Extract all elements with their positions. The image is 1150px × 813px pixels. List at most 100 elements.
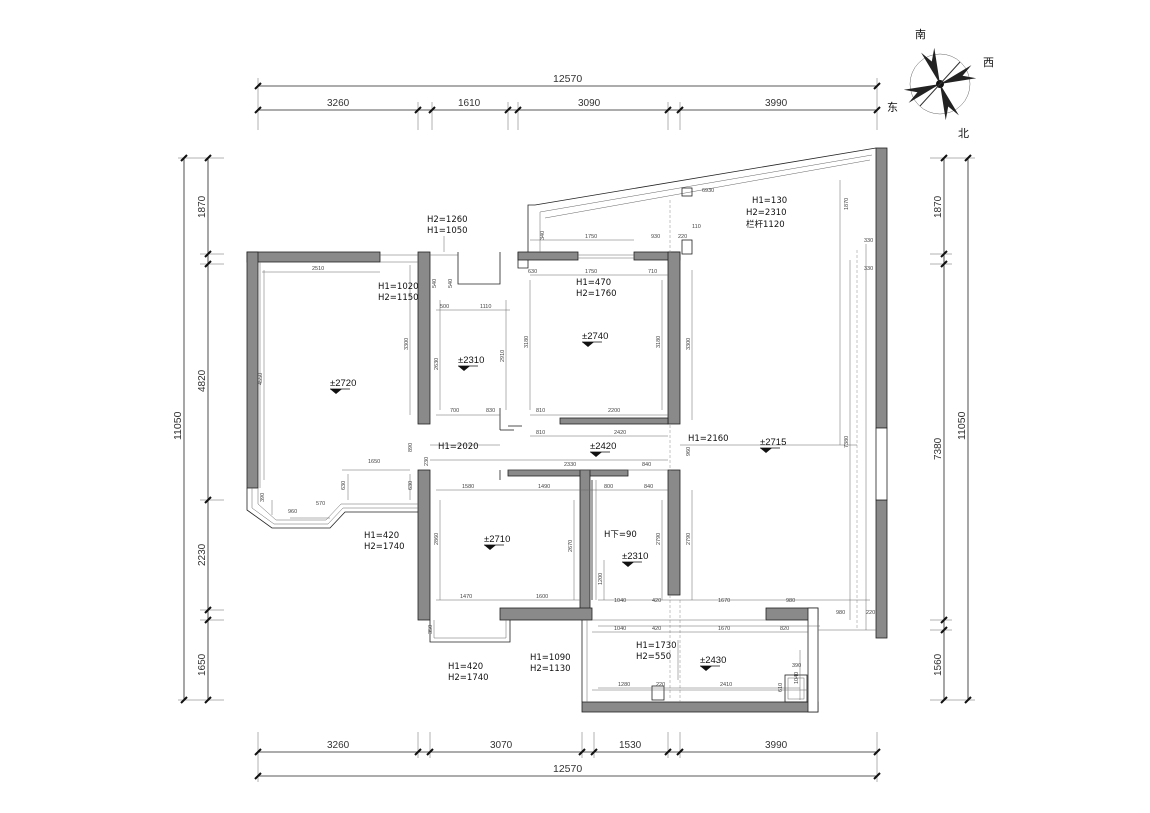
annotation: H1=1020: [378, 282, 419, 292]
elevation-label: ±2710: [484, 534, 510, 545]
inner-dim: 570: [316, 501, 325, 507]
annotation: H1=470: [576, 278, 611, 288]
inner-dim: 2860: [434, 533, 440, 545]
elevation-label: ±2310: [458, 355, 484, 366]
inner-dim: 1600: [536, 594, 548, 600]
inner-dim: 930: [651, 234, 660, 240]
left-dimension-chain: 11050 1870 4820 2230 1650: [172, 154, 224, 704]
inner-dim: 610: [778, 683, 784, 692]
elevation-marker-icon: [330, 388, 350, 394]
inner-dim: 1470: [460, 594, 472, 600]
bottom-dimension-chain: 3260 3070 1530 3990 12570: [254, 732, 881, 782]
inner-dim: 1750: [585, 269, 597, 275]
inner-dim: 2410: [720, 682, 732, 688]
inner-dim: 980: [836, 610, 845, 616]
annotation: H2=550: [636, 652, 671, 662]
dim-left-seg-4: 1650: [197, 653, 208, 676]
annotation: H1=2020: [438, 442, 479, 452]
inner-dim: 630: [528, 269, 537, 275]
elevation-marker-icon: [590, 451, 610, 457]
inner-dim: 2790: [686, 533, 692, 545]
dim-bottom-seg-1: 3260: [327, 740, 350, 751]
inner-dim: 630: [408, 481, 414, 490]
inner-dim: 1670: [718, 598, 730, 604]
outlines: [246, 147, 877, 703]
inner-dim: 2910: [500, 350, 506, 362]
annotation: H1=420: [448, 662, 483, 672]
inner-dim: 960: [288, 509, 297, 515]
compass-north: 北: [958, 127, 969, 140]
inner-dim: 540: [448, 279, 454, 288]
inner-dim: 1040: [614, 626, 626, 632]
inner-dim: 710: [648, 269, 657, 275]
annotation: H2=1740: [364, 542, 405, 552]
annotation: H1=420: [364, 531, 399, 541]
inner-dim: 630: [341, 481, 347, 490]
annotation: H1=1730: [636, 641, 677, 651]
dim-bottom-seg-2: 3070: [490, 740, 513, 751]
inner-dim: 3300: [686, 338, 692, 350]
dim-bottom-total: 12570: [553, 763, 582, 775]
inner-dim: 1110: [480, 304, 491, 310]
walls: [246, 147, 888, 713]
inner-dim: 420: [652, 598, 661, 604]
dim-top-seg-4: 3990: [765, 98, 788, 109]
elevation-label: ±2720: [330, 378, 356, 389]
annotation: H2=1740: [448, 673, 489, 683]
elevation-marker-icon: [582, 341, 602, 347]
annotation: H1=130: [752, 196, 787, 206]
elevation-marker-icon: [700, 665, 720, 671]
inner-dim: 500: [440, 304, 449, 310]
dim-left-seg-3: 2230: [197, 543, 208, 566]
elevation-label: ±2310: [622, 551, 648, 562]
inner-dim: 390: [792, 663, 801, 669]
inner-dim: 810: [536, 408, 545, 414]
inner-dim: 6930: [702, 188, 714, 194]
inner-dim: 2630: [434, 358, 440, 370]
annotation: H1=1050: [427, 226, 468, 236]
inner-dim: 820: [780, 626, 789, 632]
compass-south: 南: [915, 28, 926, 41]
annotation: H1=2160: [688, 434, 729, 444]
inner-dim: 3300: [404, 338, 410, 350]
dim-left-seg-1: 1870: [197, 195, 208, 218]
inner-dim: 1040: [794, 672, 800, 684]
compass-west: 西: [983, 56, 994, 69]
inner-dim: 980: [786, 598, 795, 604]
inner-dim: 3180: [524, 336, 530, 348]
inner-dim: 390: [260, 493, 266, 502]
inner-dim: 2670: [568, 540, 574, 552]
annotation: H2=1150: [378, 293, 419, 303]
elevation-label: ±2430: [700, 655, 726, 666]
inner-dim: 2330: [564, 462, 576, 468]
dim-right-total: 11050: [956, 411, 968, 440]
inner-dim: 960: [686, 447, 692, 456]
annotation: H1=1090: [530, 653, 571, 663]
compass-rose-icon: 南 西 东 北: [887, 28, 994, 140]
elevation-label: ±2740: [582, 331, 608, 342]
inner-dim: 1200: [598, 573, 604, 585]
inner-dim: 4550: [258, 373, 264, 385]
inner-dim: 2510: [312, 266, 324, 272]
inner-dim: 220: [656, 682, 665, 688]
interior-dimension-lines: [262, 180, 870, 700]
inner-dim: 350: [428, 625, 434, 634]
top-dimension-chain: 12570 3260 1610 3090 3990: [254, 73, 881, 130]
dim-bottom-seg-4: 3990: [765, 740, 788, 751]
dim-right-seg-3: 1560: [933, 653, 944, 676]
inner-dim: 540: [432, 279, 438, 288]
inner-dim: 2200: [608, 408, 620, 414]
inner-dim: 700: [450, 408, 459, 414]
height-annotations: H2=1260 H1=1050 H1=1020 H2=1150 H1=470 H…: [364, 196, 787, 683]
inner-dim: 800: [604, 484, 613, 490]
annotation: H2=1260: [427, 215, 468, 225]
dim-top-seg-3: 3090: [578, 98, 601, 109]
inner-dim: 2790: [656, 533, 662, 545]
inner-dim: 330: [864, 238, 873, 244]
inner-dim: 7380: [844, 436, 850, 448]
inner-dim: 330: [864, 266, 873, 272]
inner-dim: 1490: [538, 484, 550, 490]
right-dimension-chain: 1870 7380 1560 11050: [930, 154, 975, 704]
dim-left-total: 11050: [172, 411, 184, 440]
